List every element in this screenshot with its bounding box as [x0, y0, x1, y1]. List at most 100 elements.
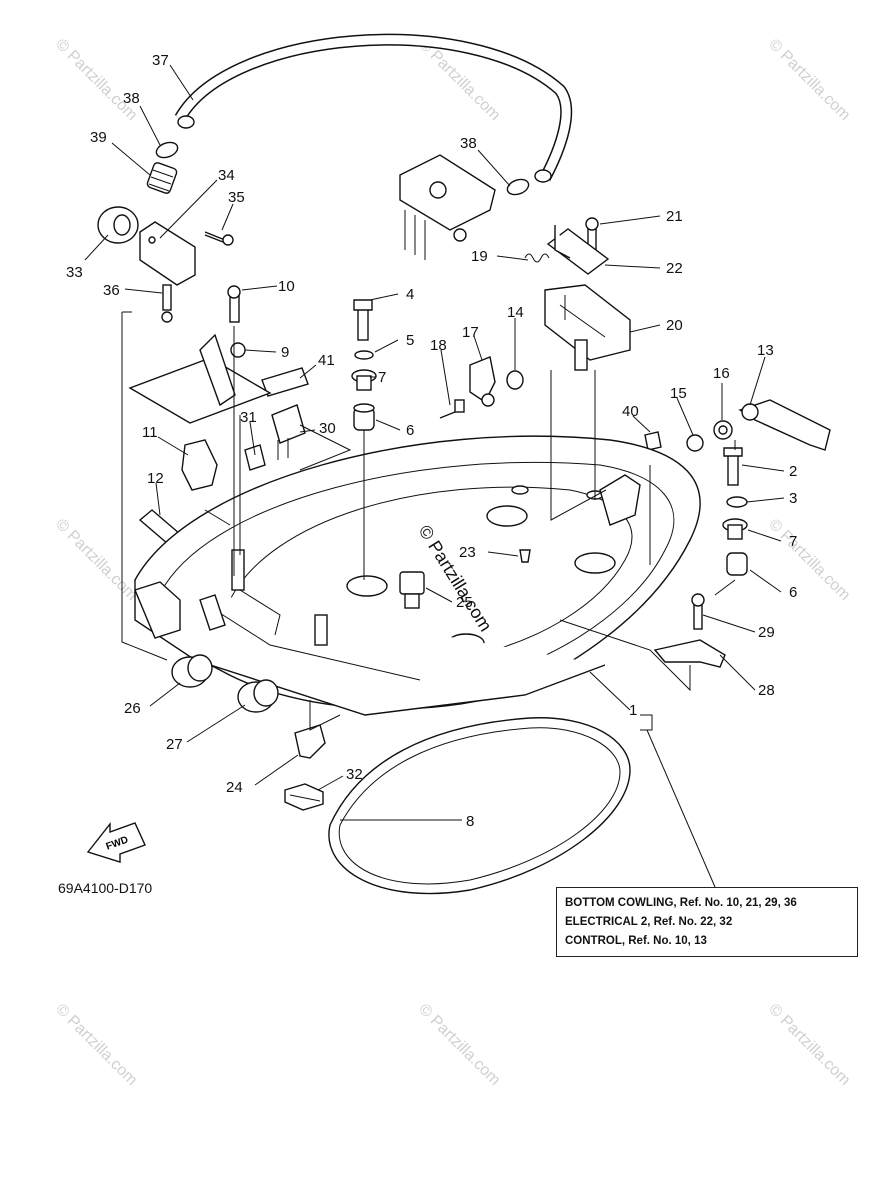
callout-17: 17 — [462, 324, 479, 341]
callout-22: 22 — [666, 260, 683, 277]
plug-26 — [171, 654, 213, 688]
callout-23: 23 — [459, 544, 476, 561]
callout-27: 27 — [166, 736, 183, 753]
callout-9: 9 — [281, 344, 289, 361]
callout-29: 29 — [758, 624, 775, 641]
watermark-bottom-left: © Partzilla.com — [52, 1001, 140, 1089]
callout-3: 3 — [789, 490, 797, 507]
callout-24: 24 — [226, 779, 243, 796]
watermark-bottom-right: © Partzilla.com — [765, 1001, 853, 1089]
callout-34: 34 — [218, 167, 235, 184]
callout-8: 8 — [466, 813, 474, 830]
callout-1: 1 — [629, 702, 637, 719]
callout-7-right: 7 — [789, 533, 797, 550]
watermark-mid-left: © Partzilla.com — [52, 516, 140, 604]
callout-10-top: 10 — [278, 278, 295, 295]
screw-36 — [161, 284, 173, 323]
grommet-15 — [686, 434, 704, 452]
grommet-6-right — [726, 552, 748, 576]
callout-5: 5 — [406, 332, 414, 349]
grommet-6-center — [353, 403, 375, 431]
callout-28: 28 — [758, 682, 775, 699]
callout-31: 31 — [240, 409, 257, 426]
assembly-lines — [121, 311, 736, 731]
holder-20 — [544, 284, 631, 371]
bracket-28 — [653, 639, 726, 668]
watermark-top-right: © Partzilla.com — [765, 36, 853, 124]
label-40 — [644, 431, 662, 451]
star-washer-16 — [713, 420, 733, 440]
callout-6-center: 6 — [406, 422, 414, 439]
callout-33: 33 — [66, 264, 83, 281]
callout-40: 40 — [622, 403, 639, 420]
seal-8 — [328, 717, 631, 895]
reference-note-line: ELECTRICAL 2, Ref. No. 22, 32 — [565, 916, 733, 928]
callout-41: 41 — [318, 352, 335, 369]
fwd-arrow-icon: FWD — [86, 821, 146, 863]
callout-35: 35 — [228, 189, 245, 206]
callout-16: 16 — [713, 365, 730, 382]
callout-30: 30 — [319, 420, 336, 437]
fitting-25 — [399, 571, 425, 609]
clamp-38-right — [506, 178, 530, 196]
collar-14 — [506, 370, 524, 390]
callout-19: 19 — [471, 248, 488, 265]
watermark-top-left: © Partzilla.com — [52, 36, 140, 124]
pad-11 — [181, 439, 218, 491]
callout-37: 37 — [152, 52, 169, 69]
callout-25: 25 — [456, 594, 473, 611]
callout-11: 11 — [142, 424, 158, 441]
grommet-33 — [97, 206, 139, 244]
bracket-22 — [546, 225, 610, 275]
plug-24 — [294, 724, 326, 759]
callout-36: 36 — [103, 282, 120, 299]
leader-lines — [84, 64, 785, 888]
fitting-39 — [146, 162, 178, 194]
plate-assembly — [128, 333, 272, 424]
callout-38-left: 38 — [123, 90, 140, 107]
callout-15: 15 — [670, 385, 687, 402]
reference-note-box: BOTTOM COWLING, Ref. No. 10, 21, 29, 36 … — [556, 887, 858, 957]
callout-26: 26 — [124, 700, 141, 717]
plug-27 — [237, 679, 279, 713]
callout-32: 32 — [346, 766, 363, 783]
plug-32 — [284, 783, 324, 811]
bolt-10 — [227, 285, 241, 323]
callout-4: 4 — [406, 286, 414, 303]
washer-3 — [726, 496, 748, 508]
watermark-bottom-center: © Partzilla.com — [415, 1001, 503, 1089]
collar-7-center — [351, 369, 377, 391]
watermark-mid-right: © Partzilla.com — [765, 516, 853, 604]
callout-21: 21 — [666, 208, 683, 225]
clamp-38-left — [155, 141, 179, 159]
starter-bracket — [399, 154, 496, 260]
hose-37 — [174, 33, 573, 183]
reference-note-line: BOTTOM COWLING, Ref. No. 10, 21, 29, 36 — [565, 897, 797, 909]
switch-30 — [271, 404, 306, 460]
lever-17 — [469, 356, 496, 407]
screw-35 — [204, 231, 234, 246]
callout-20: 20 — [666, 317, 683, 334]
callout-6-right: 6 — [789, 584, 797, 601]
callout-numbers: 37 38 39 34 35 33 36 10 38 21 19 22 4 20… — [66, 52, 797, 830]
callout-13: 13 — [757, 342, 774, 359]
bolt-18 — [439, 399, 465, 419]
callout-39: 39 — [90, 129, 107, 146]
bolt-2 — [723, 447, 743, 486]
callout-14: 14 — [507, 304, 524, 321]
spring-19 — [524, 253, 550, 263]
callout-12: 12 — [147, 470, 164, 487]
bolt-29 — [691, 593, 705, 630]
collar-7-right — [722, 518, 748, 540]
bolt-4 — [353, 299, 373, 341]
callout-7-center: 7 — [378, 369, 386, 386]
callout-18: 18 — [430, 337, 447, 354]
clip-31 — [244, 444, 266, 471]
washer-5 — [354, 350, 374, 360]
lever-13 — [738, 399, 831, 451]
callout-2: 2 — [789, 463, 797, 480]
callout-38-right: 38 — [460, 135, 477, 152]
bolt-23 — [519, 549, 531, 563]
part-code: 69A4100-D170 — [58, 880, 153, 896]
